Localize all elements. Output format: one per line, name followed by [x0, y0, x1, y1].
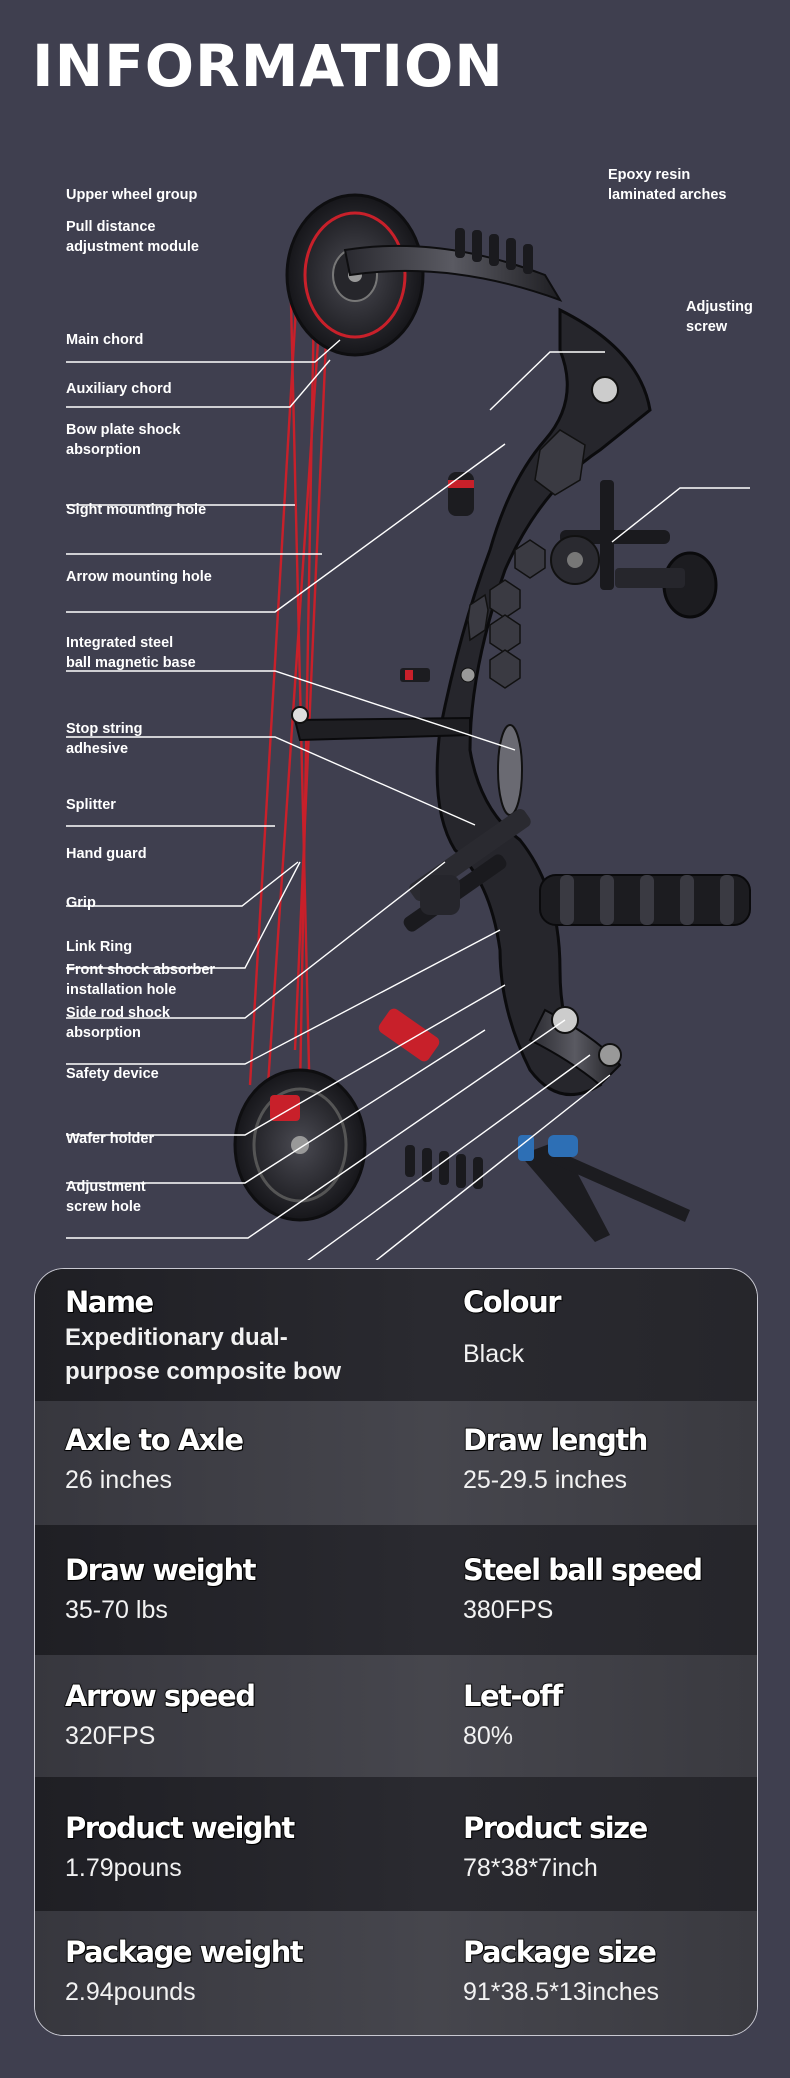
- label-arrow-mounting-hole: Arrow mounting hole: [66, 569, 212, 585]
- label-upper-wheel-group: Upper wheel group: [66, 187, 198, 203]
- label-auxiliary-chord: Auxiliary chord: [66, 381, 172, 397]
- label-grip: Grip: [66, 895, 96, 911]
- label-adjustment-screw-hole: Adjustment screw hole: [66, 1179, 146, 1215]
- spec-row: Product weight 1.79pouns Product size 78…: [35, 1777, 757, 1911]
- spec-row: Arrow speed 320FPS Let-off 80%: [35, 1655, 757, 1777]
- leader-lines: [66, 339, 750, 1260]
- label-splitter: Splitter: [66, 797, 116, 813]
- lower-limb: [405, 1008, 690, 1242]
- label-bow-plate-shock: Bow plate shock absorption: [66, 422, 181, 458]
- spec-label-name: Name: [64, 1284, 155, 1319]
- stabilizer: [420, 874, 751, 926]
- adjusting-screw-knob: [591, 376, 619, 404]
- label-wafer-holder: Wafer holder: [66, 1131, 155, 1147]
- page-title: INFORMATION: [32, 32, 504, 100]
- label-adjusting-screw: Adjusting screw: [686, 299, 753, 335]
- spec-label-draw-weight: Draw weight: [64, 1552, 257, 1587]
- compound-bow-illustration: [66, 193, 751, 1260]
- sight: [550, 480, 718, 619]
- riser: [435, 307, 652, 1097]
- label-safety-device: Safety device: [66, 1066, 159, 1082]
- bow-diagram: Upper wheel group Pull distance adjustme…: [0, 150, 790, 1260]
- spec-row: Axle to Axle 26 inches Draw length 25-29…: [35, 1401, 757, 1525]
- spec-row: Draw weight 35-70 lbs Steel ball speed 3…: [35, 1525, 757, 1655]
- spec-value-let-off: 80%: [463, 1722, 514, 1750]
- spec-value-colour: Black: [463, 1340, 525, 1368]
- spec-label-package-size: Package size: [462, 1934, 657, 1969]
- spec-value-package-weight: 2.94pounds: [65, 1978, 196, 2006]
- spec-label-steel-ball-speed: Steel ball speed: [462, 1552, 703, 1587]
- spec-label-draw-length: Draw length: [462, 1422, 649, 1457]
- label-pull-distance-module: Pull distance adjustment module: [66, 219, 199, 255]
- spec-value-product-weight: 1.79pouns: [65, 1854, 182, 1882]
- arrow-rest: [291, 667, 476, 742]
- spec-label-product-weight: Product weight: [64, 1810, 296, 1845]
- label-integrated-steel-base: Integrated steel ball magnetic base: [66, 635, 196, 671]
- spec-value-steel-ball-speed: 380FPS: [463, 1596, 554, 1624]
- specs-table: Name Expeditionary dual- purpose composi…: [34, 1268, 758, 2036]
- spec-value-arrow-speed: 320FPS: [65, 1722, 156, 1750]
- label-stop-string-adhesive: Stop string adhesive: [66, 721, 143, 757]
- spec-row: Package weight 2.94pounds Package size 9…: [35, 1911, 757, 2035]
- spec-value-package-size: 91*38.5*13inches: [463, 1978, 659, 2006]
- spec-label-arrow-speed: Arrow speed: [64, 1678, 256, 1713]
- label-main-chord: Main chord: [66, 332, 144, 348]
- spec-value-draw-length: 25-29.5 inches: [463, 1466, 628, 1494]
- spec-value-product-size: 78*38*7inch: [463, 1854, 598, 1882]
- label-side-rod-shock: Side rod shock absorption: [66, 1005, 170, 1041]
- label-front-shock-hole: Front shock absorber installation hole: [66, 962, 216, 998]
- label-hand-guard: Hand guard: [66, 846, 147, 862]
- spec-value-draw-weight: 35-70 lbs: [65, 1596, 168, 1624]
- spec-label-product-size: Product size: [462, 1810, 649, 1845]
- spec-label-colour: Colour: [462, 1284, 562, 1319]
- spec-label-axle-to-axle: Axle to Axle: [64, 1422, 244, 1457]
- spec-row: Name Expeditionary dual- purpose composi…: [35, 1269, 757, 1401]
- spec-value-name: Expeditionary dual- purpose composite bo…: [65, 1324, 342, 1385]
- spec-value-axle-to-axle: 26 inches: [65, 1466, 173, 1494]
- spec-label-let-off: Let-off: [462, 1678, 564, 1713]
- label-sight-mounting-hole: Sight mounting hole: [66, 502, 207, 518]
- label-epoxy-resin-arches: Epoxy resin laminated arches: [608, 167, 727, 203]
- upper-limb: [343, 228, 563, 302]
- label-link-ring: Link Ring: [66, 939, 133, 955]
- spec-label-package-weight: Package weight: [64, 1934, 304, 1969]
- bow-strings: [248, 237, 332, 1111]
- lower-cam: [233, 1068, 367, 1222]
